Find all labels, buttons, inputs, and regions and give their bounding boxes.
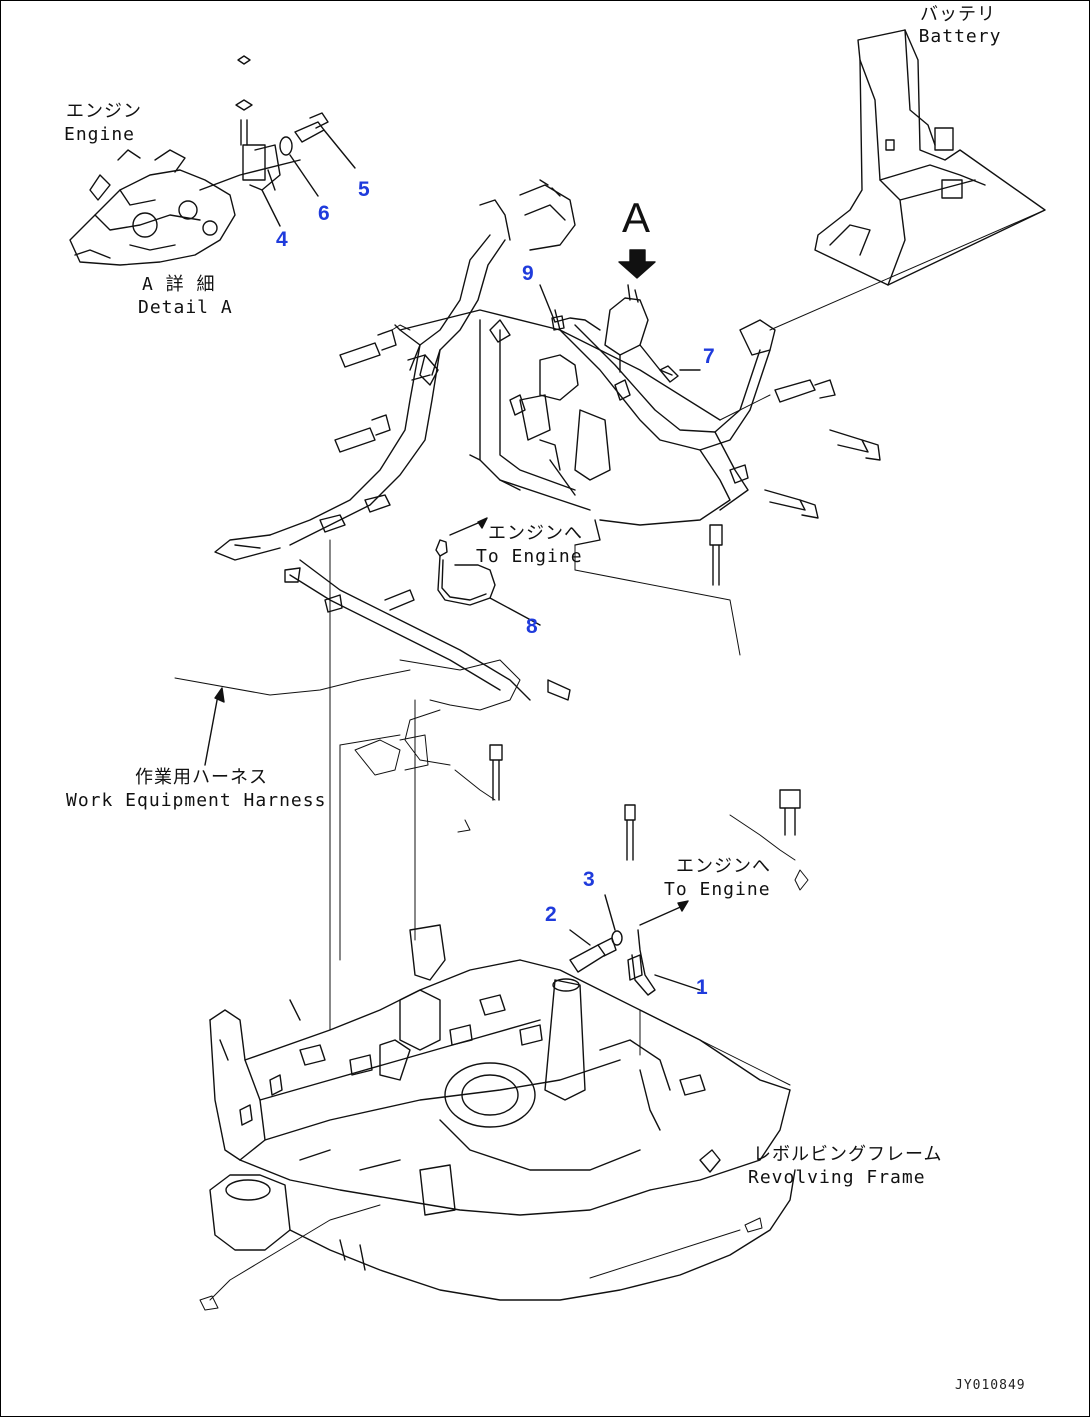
ground-cable-1 (627, 929, 701, 996)
to-engine-arrow-lower (639, 900, 689, 926)
harness-label-jp: 作業用ハーネス (135, 767, 268, 788)
callout-5: 5 (358, 178, 370, 201)
callout-1: 1 (696, 976, 708, 999)
callout-4: 4 (276, 228, 288, 251)
frame-label-jp: レボルビングフレーム (753, 1144, 943, 1165)
to-engine-upper-jp: エンジンへ (488, 523, 583, 544)
ground-cable-8 (435, 517, 541, 626)
to-engine-upper-en: To Engine (476, 546, 583, 567)
drawing-code: JY010849 (955, 1378, 1026, 1393)
detail-a-relay (235, 55, 281, 191)
engine-label-en: Engine (64, 124, 136, 145)
main-harness (214, 179, 776, 701)
bolt-2 (569, 929, 617, 973)
frame-label-en: Revolving Frame (748, 1167, 926, 1188)
leader-4 (261, 189, 281, 227)
detail-a-label-en: Detail A (138, 297, 233, 318)
callout-3: 3 (583, 868, 595, 891)
detail-a-bolt-5 (294, 112, 356, 169)
callout-8: 8 (526, 615, 538, 638)
view-arrow-a (618, 249, 656, 279)
battery-label-jp: バッテリ (920, 4, 996, 25)
washer-3 (604, 894, 623, 946)
callout-2: 2 (545, 903, 557, 926)
battery-bracket (814, 29, 1046, 286)
callout-7: 7 (703, 345, 715, 368)
callout-6: 6 (318, 202, 330, 225)
harness-leader (204, 687, 225, 766)
battery-label-en: Battery (918, 26, 1002, 47)
harness-bolts (334, 329, 881, 861)
revolving-frame (209, 924, 796, 1301)
callout-9: 9 (522, 262, 534, 285)
relay-view-a (539, 284, 679, 383)
harness-label-en: Work Equipment Harness (66, 790, 327, 811)
to-engine-lower-en: To Engine (664, 879, 771, 900)
view-a-label: A (622, 194, 651, 241)
detail-a-washer-6 (279, 136, 319, 197)
detail-a-label-jp: A 詳 細 (142, 274, 216, 295)
to-engine-lower-jp: エンジンへ (676, 856, 771, 877)
engine-label-jp: エンジン (66, 101, 142, 122)
detail-a-engine-block (69, 149, 301, 266)
